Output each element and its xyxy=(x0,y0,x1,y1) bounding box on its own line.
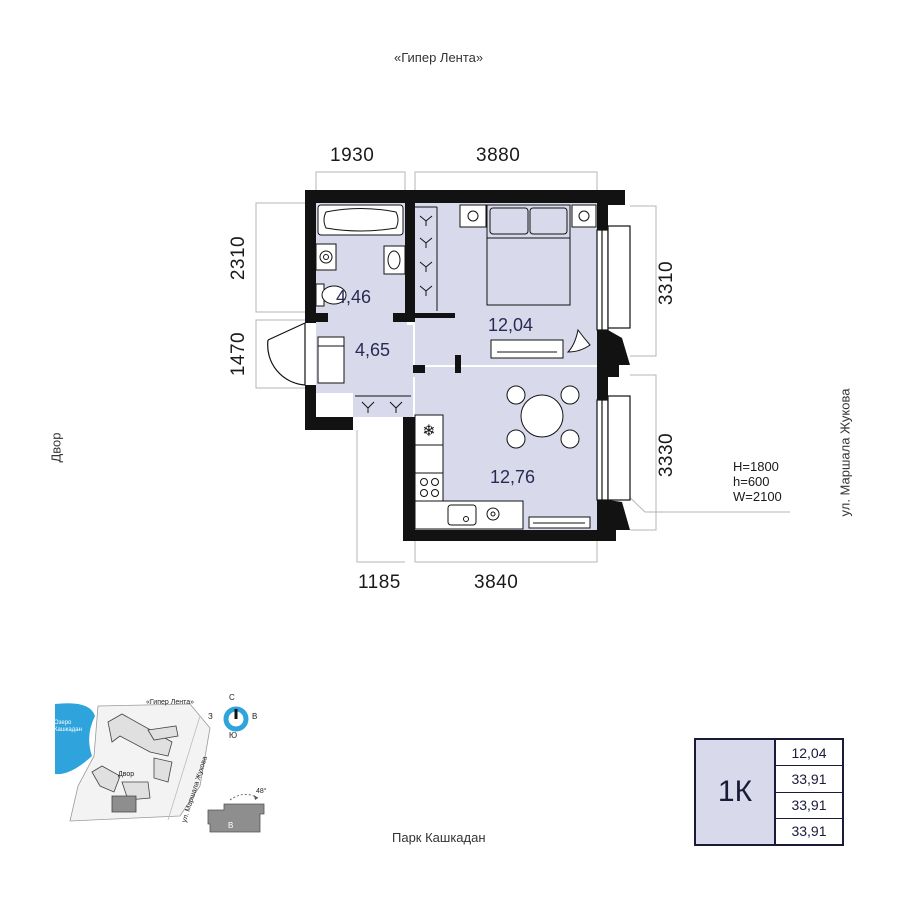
dim-bottom-right: 3840 xyxy=(474,572,519,593)
dimension-lines xyxy=(255,171,790,563)
window-spec: H=1800 h=600 W=2100 xyxy=(733,459,782,504)
windows xyxy=(596,225,631,501)
compass-south: Ю xyxy=(229,731,238,740)
compass-west: З xyxy=(208,712,213,721)
compass-icon xyxy=(223,706,249,732)
street-top: «Гипер Лента» xyxy=(394,50,484,65)
wardrobe xyxy=(355,206,438,413)
building-orientation xyxy=(207,794,265,833)
dim-right-lower: 3330 xyxy=(656,432,677,478)
compass-north: С xyxy=(229,693,235,702)
svg-text:❄: ❄ xyxy=(422,421,435,440)
minimap-top-road: «Гипер Лента» xyxy=(146,699,194,706)
room-area-bedroom: 12,04 xyxy=(488,315,534,335)
living-area: 12,04 xyxy=(776,740,842,767)
dim-left-upper: 2310 xyxy=(228,235,249,281)
dim-left-lower: 1470 xyxy=(228,331,249,377)
window-sill-height: h=600 xyxy=(733,474,770,489)
room-area-kitchen: 12,76 xyxy=(490,467,536,487)
street-right: ул. Маршала Жукова xyxy=(837,388,853,517)
orientation-angle: 48° xyxy=(256,788,267,795)
room-area-hallway: 4,65 xyxy=(355,340,391,360)
area-values: 12,04 33,91 33,91 33,91 xyxy=(776,740,842,844)
area-value-3: 33,91 xyxy=(791,823,827,840)
walls xyxy=(305,190,630,541)
street-left: Двор xyxy=(48,432,64,463)
bathroom-fixtures xyxy=(315,204,406,384)
street-bottom: Парк Кашкадан xyxy=(392,830,486,845)
area-value-1: 33,91 xyxy=(776,766,842,793)
dim-top-right: 3880 xyxy=(476,145,521,166)
site-minimap xyxy=(55,703,211,822)
lake-shape xyxy=(55,703,95,775)
dim-top-left: 1930 xyxy=(330,145,375,166)
area-value-2: 33,91 xyxy=(776,793,842,819)
compass-east: В xyxy=(252,712,258,721)
apartment-type: 1К xyxy=(696,740,776,844)
building-letter: В xyxy=(228,821,234,830)
bedroom-furniture xyxy=(459,204,597,359)
window-height: H=1800 xyxy=(733,459,779,474)
dim-right-upper: 3310 xyxy=(656,260,677,306)
kitchen-furniture: ❄ xyxy=(414,385,591,530)
window-width: W=2100 xyxy=(733,489,782,504)
room-area-bathroom: 4,46 xyxy=(336,287,372,307)
minimap-lake-label: Озеро Кашкадан xyxy=(54,720,82,733)
dim-bottom-left: 1185 xyxy=(358,572,401,593)
apartment-summary: 1К 12,04 33,91 33,91 33,91 xyxy=(694,738,844,846)
minimap-yard: Двор xyxy=(118,771,135,778)
entrance-door xyxy=(267,322,306,386)
